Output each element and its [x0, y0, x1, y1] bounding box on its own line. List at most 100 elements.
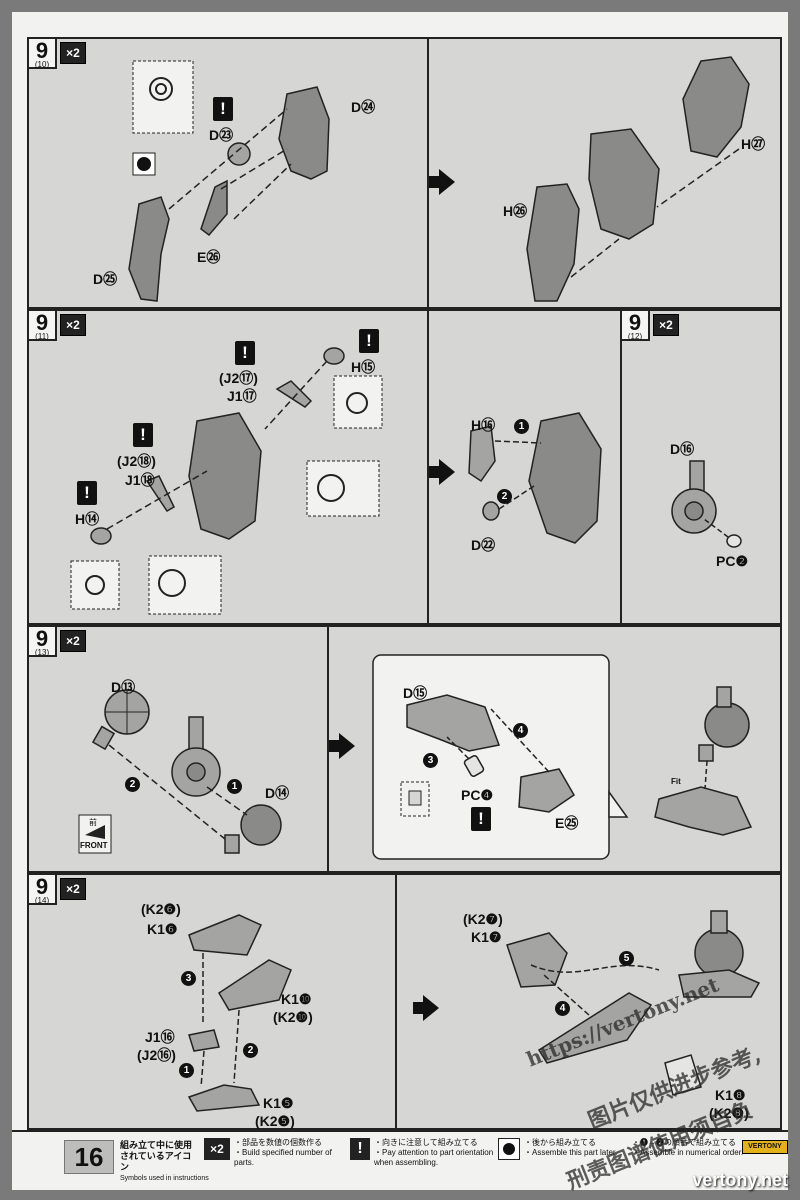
label-k2-8: (K2❽): [709, 1105, 749, 1121]
step-panel-10: 9(10) ×2 ! D㉓ D㉔ E㉖ D㉕: [27, 37, 782, 309]
step12-drawing: [671, 460, 742, 548]
step-panel-13: 9(13) ×2 D⑬ D⑭ 2 1 前 FRONT: [27, 625, 782, 873]
label-pc2: PC❷: [716, 553, 748, 569]
label-k1-10: K1❿: [281, 991, 312, 1007]
step13-right-drawing: [372, 654, 753, 860]
symbol-legend-footer: 16 組み立て中に使用されているアイコン Symbols used in ins…: [12, 1130, 788, 1190]
label-k1-6: K1❻: [147, 921, 178, 937]
multiply-icon: ×2: [60, 630, 86, 652]
label-d25: D㉕: [93, 271, 118, 287]
step-badge: 9(10) ×2: [29, 39, 86, 69]
step-order-1: 1: [227, 779, 242, 794]
part-j1-17: [275, 380, 313, 408]
step-number: 9: [628, 310, 642, 335]
part-d15: [406, 694, 501, 752]
label-k2-10: (K2❿): [273, 1009, 313, 1025]
part-d23: [227, 142, 251, 166]
part-pc2: [726, 534, 742, 548]
label-pc4: PC❹: [461, 787, 493, 803]
part-d25: [128, 196, 170, 302]
step-panel-12: 9(12) ×2 D⑯ PC❷: [620, 309, 782, 625]
label-h15: H⑮: [351, 359, 376, 375]
legend-title: 組み立て中に使用されているアイコン Symbols used in instru…: [120, 1140, 209, 1182]
orientation-warning-icon: !: [235, 341, 255, 365]
label-j1-16: J1⑯: [145, 1029, 175, 1045]
warning-legend-icon: !: [350, 1138, 370, 1160]
part-k1-5: [187, 1084, 261, 1112]
assembled-torso: [528, 412, 602, 544]
part-k1-10: [217, 959, 292, 1011]
label-j2-18: (J2⑱): [117, 453, 156, 469]
label-k2-6: (K2❻): [141, 901, 181, 917]
step14-right-drawing: [506, 910, 761, 1096]
part-e25: [518, 768, 575, 813]
part-j1-18: [145, 475, 175, 512]
part-e26: [200, 179, 228, 237]
step-order-5: 5: [619, 951, 634, 966]
step-number: 9: [35, 310, 49, 335]
fit-label: Fit: [671, 777, 681, 786]
label-d14: D⑭: [265, 785, 290, 801]
step10-left-drawing: [128, 60, 330, 302]
front-jp-label: 前: [89, 818, 97, 827]
label-h16: H⑯: [471, 417, 496, 433]
label-d24: D㉔: [351, 99, 376, 115]
step-sub: (10): [34, 60, 50, 69]
assemble-later-legend-icon: [498, 1138, 520, 1160]
orientation-warning-icon: !: [213, 97, 233, 121]
brand-watermark: vertony.net: [692, 1170, 788, 1190]
orientation-warning-icon: !: [133, 423, 153, 447]
multiply-icon: ×2: [60, 878, 86, 900]
next-arrow: [413, 995, 439, 1021]
assembled-leg-part: [654, 786, 753, 836]
label-k1-7: K1❼: [471, 929, 502, 945]
step-order-4: 4: [513, 723, 528, 738]
part-d24: [278, 86, 330, 180]
step-order-3: 3: [181, 971, 196, 986]
label-j2-17: (J2⑰): [219, 370, 258, 386]
label-k1-8: K1❽: [715, 1087, 746, 1103]
label-j2-16: (J2⑯): [137, 1047, 176, 1063]
step-number: 9: [35, 38, 49, 63]
step-order-2: 2: [125, 777, 140, 792]
part-h27: [682, 56, 750, 158]
label-h14: H⑭: [75, 511, 100, 527]
label-d23: D㉓: [209, 127, 234, 143]
label-e26: E㉖: [197, 249, 221, 265]
orientation-warning-icon: !: [359, 329, 379, 353]
step-order-1: 1: [514, 419, 529, 434]
step-number: 9: [35, 626, 49, 651]
part-h14: [90, 527, 112, 545]
step10-right-drawing: [526, 56, 750, 302]
label-d15: D⑮: [403, 685, 428, 701]
multiply-legend-text: ・部品を数値の個数作る ・Build specified number of p…: [234, 1138, 332, 1167]
part-body: [188, 412, 262, 540]
step14-left-drawing: [187, 914, 292, 1112]
step-order-3: 3: [423, 753, 438, 768]
part-d22: [482, 501, 500, 521]
step-panel-11: 9(11) ×2 ! (J2⑰) J1⑰ ! H⑮ ! (J2⑱) J1: [27, 309, 622, 625]
label-k2-7: (K2❼): [463, 911, 503, 927]
label-d22: D㉒: [471, 537, 496, 553]
step-sub: (11): [35, 332, 49, 341]
step-order-2: 2: [497, 489, 512, 504]
multiply-icon: ×2: [60, 314, 86, 336]
warning-legend-text: ・向きに注意して組み立てる ・Pay attention to part ori…: [374, 1138, 494, 1167]
label-k2-5: (K2❺): [255, 1113, 295, 1129]
step-order-1: 1: [179, 1063, 194, 1078]
step11-left-drawing: [70, 347, 383, 615]
order-legend-text: ・❶→❷の順番で組み立てる ・Assemble in numerical ord…: [632, 1138, 744, 1157]
upper-leg-ball: [694, 928, 744, 978]
part-d14: [240, 804, 282, 846]
multiply-legend-icon: ×2: [204, 1138, 230, 1160]
part-k1-8: [664, 1054, 702, 1096]
part-k1-7: [506, 932, 568, 988]
next-arrow: [429, 459, 455, 485]
part-pc4: [463, 755, 485, 777]
assemble-later-legend-text: ・後から組み立てる ・Assemble this part later.: [524, 1138, 618, 1157]
step-sub: (12): [627, 332, 643, 341]
part-k1-6: [188, 914, 262, 956]
ball-joint-assembly: [704, 702, 750, 748]
part-h15: [323, 347, 345, 365]
step-order-4: 4: [555, 1001, 570, 1016]
